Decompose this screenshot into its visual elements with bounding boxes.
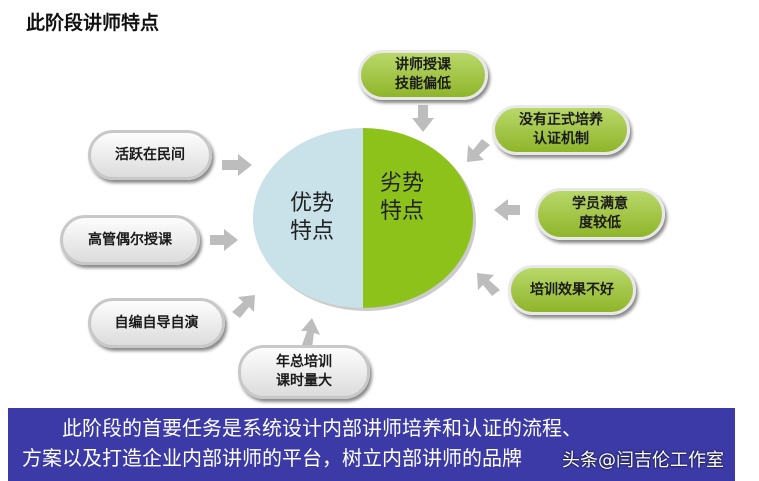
page-title: 此阶段讲师特点 (26, 12, 160, 34)
arrow-icon (222, 154, 252, 176)
strength-box-1: 活跃在民间 (88, 130, 212, 180)
arrow-icon (232, 295, 255, 318)
arrow-icon (301, 318, 320, 348)
strength-box-2: 高管偶尔授课 (60, 215, 200, 265)
strength-label: 优势特点 (290, 191, 335, 244)
strength-box-3: 自编自导自演 (88, 298, 225, 348)
arrow-icon (210, 229, 238, 251)
arrow-icon (467, 139, 490, 162)
arrow-icon (412, 105, 434, 132)
weakness-box-3: 学员满意度较低 (535, 188, 665, 240)
strength-box-4: 年总培训课时量大 (238, 345, 370, 399)
summary-banner: 此阶段的首要任务是系统设计内部讲师培养和认证的流程、 方案以及打造企业内部讲师的… (8, 408, 735, 481)
banner-line-1: 此阶段的首要任务是系统设计内部讲师培养和认证的流程、 (62, 416, 582, 440)
strength-half (253, 128, 363, 308)
banner-line-2: 方案以及打造企业内部讲师的平台，树立内部讲师的品牌 (22, 446, 522, 470)
weakness-half (363, 128, 473, 308)
watermark: 头条@闫吉伦工作室 (562, 450, 724, 471)
arrow-icon (494, 199, 520, 221)
weakness-box-2: 没有正式培养认证机制 (492, 105, 630, 155)
weakness-box-4: 培训效果不好 (508, 265, 636, 315)
weakness-label: 劣势特点 (380, 171, 425, 224)
arrow-icon (477, 273, 500, 296)
weakness-box-1: 讲师授课技能偏低 (358, 50, 488, 100)
